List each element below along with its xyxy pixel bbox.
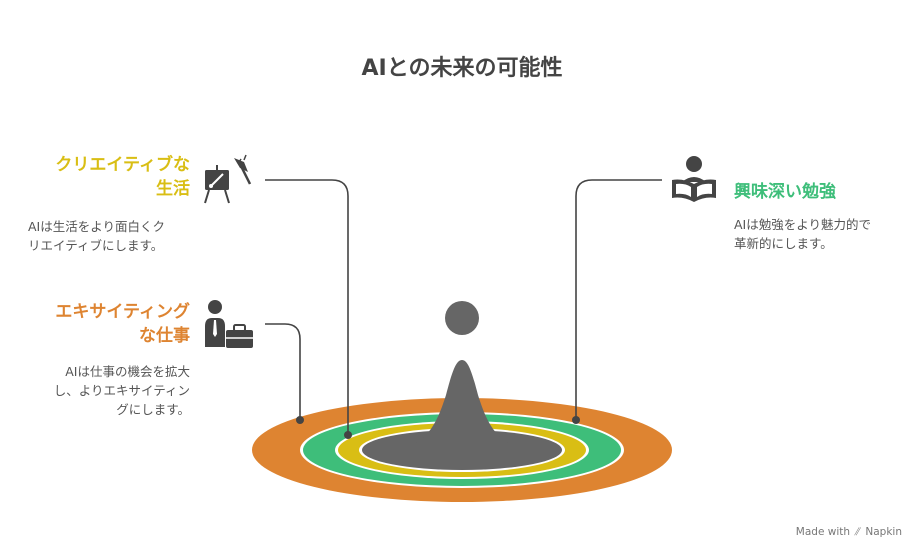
credit-brand: Napkin — [865, 526, 902, 538]
work-heading: エキサイティング な仕事 — [20, 300, 190, 348]
study-desc-line1: AIは勉強をより魅力的で — [734, 217, 871, 232]
connector-creative — [265, 179, 349, 435]
central-figure-body — [395, 360, 529, 450]
connector-study — [575, 179, 662, 420]
work-heading-line1: エキサイティング — [55, 302, 190, 322]
work-heading-line2: な仕事 — [139, 326, 190, 346]
work-desc-line3: グにします。 — [116, 402, 190, 417]
creative-desc-line1: AIは生活をより面白くク — [28, 219, 165, 234]
creative-description: AIは生活をより面白くク リエイティブにします。 — [28, 217, 208, 255]
creative-heading-line1: クリエイティブな — [55, 155, 190, 175]
work-description: AIは仕事の機会を拡大 し、よりエキサイティン グにします。 — [10, 362, 190, 419]
made-with-credit[interactable]: Made with ⫽ Napkin — [796, 526, 902, 539]
connector-work — [265, 323, 301, 420]
connector-dot-study — [572, 416, 580, 424]
connector-dot-work — [296, 416, 304, 424]
central-figure-head — [445, 301, 479, 335]
work-desc-line1: AIは仕事の機会を拡大 — [65, 364, 190, 379]
study-description: AIは勉強をより魅力的で 革新的にします。 — [734, 215, 914, 253]
easel-paintbrush-icon — [204, 154, 252, 204]
study-desc-line2: 革新的にします。 — [734, 236, 833, 251]
businessperson-briefcase-icon — [205, 300, 253, 348]
credit-prefix: Made with — [795, 526, 851, 538]
napkin-logo-icon: ⫽ — [853, 526, 862, 538]
creative-desc-line2: リエイティブにします。 — [28, 238, 164, 253]
study-heading: 興味深い勉強 — [734, 182, 836, 202]
person-reading-book-icon — [672, 156, 716, 202]
work-desc-line2: し、よりエキサイティン — [53, 383, 190, 398]
page-title: AIとの未来の可能性 — [361, 56, 563, 81]
creative-heading: クリエイティブな 生活 — [20, 153, 190, 201]
creative-heading-line2: 生活 — [156, 179, 190, 199]
connector-dot-creative — [344, 431, 352, 439]
